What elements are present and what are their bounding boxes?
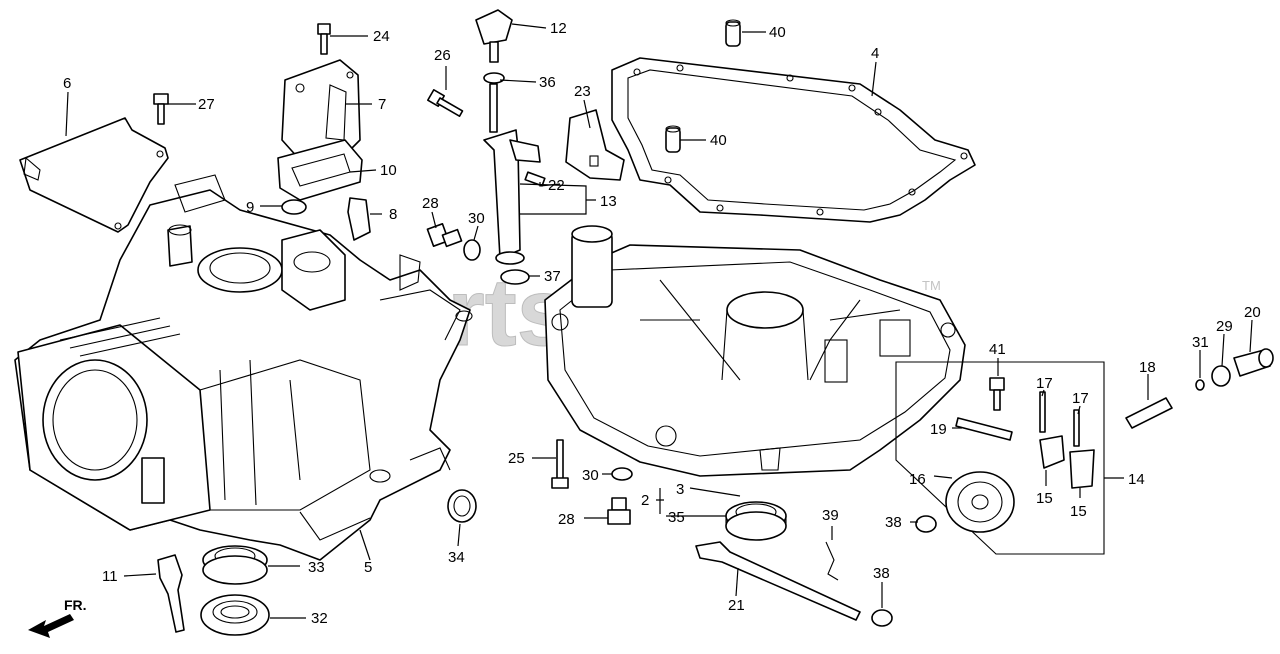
part-28-drain-plug-top [426, 223, 463, 248]
part-16-governor-gear [945, 471, 1015, 533]
callout-15: 15 [1036, 490, 1053, 507]
part-7-breather-cover [281, 59, 361, 161]
callout-29: 29 [1216, 318, 1233, 335]
part-15-flyweight-a [1039, 435, 1065, 469]
callout-24: 24 [373, 28, 390, 45]
callout-40: 40 [710, 132, 727, 149]
callout-10: 10 [380, 162, 397, 179]
callout-20: 20 [1244, 304, 1261, 321]
callout-25: 25 [508, 450, 525, 467]
front-direction-arrow: FR. [28, 597, 87, 638]
callout-13: 13 [600, 193, 617, 210]
callout-17: 17 [1036, 375, 1053, 392]
callout-9: 9 [246, 199, 254, 216]
part-36-o-ring [483, 72, 505, 84]
callout-38: 38 [873, 565, 890, 582]
callout-15: 15 [1070, 503, 1087, 520]
callout-33: 33 [308, 559, 325, 576]
callout-numbers: 24 12 40 26 36 6 27 7 4 23 40 10 22 9 28… [63, 20, 1261, 627]
callout-6: 6 [63, 75, 71, 92]
part-9-plug [281, 199, 307, 215]
part-15-flyweight-b [1069, 449, 1095, 489]
part-26-bolt [427, 89, 464, 117]
part-30-washer-lower [611, 467, 633, 481]
callout-40: 40 [769, 24, 786, 41]
callout-32: 32 [311, 610, 328, 627]
callout-3: 3 [676, 481, 684, 498]
part-20-bushing [1233, 348, 1274, 377]
part-17-pin-b [1073, 409, 1080, 447]
part-39-clip [825, 541, 839, 581]
callout-7: 7 [378, 96, 386, 113]
part-33-oil-seal [202, 545, 268, 585]
part-5-crankcase [14, 174, 473, 561]
callout-22: 22 [548, 177, 565, 194]
part-24-bolt [317, 23, 331, 55]
part-41-bolt [989, 377, 1005, 411]
callout-21: 21 [728, 597, 745, 614]
part-37-o-ring [500, 269, 530, 285]
part-38-washer-lower [871, 609, 893, 627]
part-40-dowel-pin-top [725, 19, 741, 47]
part-25-bolt [551, 439, 569, 489]
part-27-bolt [153, 93, 169, 125]
part-18-governor-shaft [1125, 397, 1173, 429]
group-14-outline [895, 361, 1105, 555]
leader-lines [65, 23, 1253, 619]
callout-5: 5 [364, 559, 372, 576]
callout-16: 16 [909, 471, 926, 488]
callout-17: 17 [1072, 390, 1089, 407]
part-31-ring [1195, 379, 1205, 391]
callout-12: 12 [550, 20, 567, 37]
callout-36: 36 [539, 74, 556, 91]
callout-30: 30 [468, 210, 485, 227]
part-30-washer-top [463, 239, 481, 261]
callout-27: 27 [198, 96, 215, 113]
callout-19: 19 [930, 421, 947, 438]
callout-37: 37 [544, 268, 561, 285]
callout-23: 23 [574, 83, 591, 100]
part-6-shroud-plate [19, 117, 169, 233]
callout-2: 2 [641, 492, 649, 509]
part-21-oil-level-arm [695, 541, 861, 621]
part-28-drain-plug-lower [607, 497, 631, 525]
callout-26: 26 [434, 47, 451, 64]
callout-39: 39 [822, 507, 839, 524]
part-19-plate [955, 417, 1013, 441]
callout-8: 8 [389, 206, 397, 223]
part-29-washer [1211, 365, 1231, 387]
callout-30: 30 [582, 467, 599, 484]
callout-18: 18 [1139, 359, 1156, 376]
part-11-lever [157, 554, 185, 633]
part-12-oil-fill-cap [475, 9, 513, 63]
callout-41: 41 [989, 341, 1006, 358]
callout-4: 4 [871, 45, 879, 62]
part-3-crankcase-cover [544, 225, 966, 477]
front-direction-label: FR. [64, 597, 87, 613]
callout-14: 14 [1128, 471, 1145, 488]
part-4-gasket [611, 57, 976, 223]
callout-11: 11 [102, 568, 118, 585]
part-8-block [347, 197, 371, 241]
part-40-dowel-pin-middle [665, 125, 681, 153]
part-17-pin-a [1039, 391, 1046, 433]
part-23-bracket [565, 109, 625, 181]
callout-31: 31 [1192, 334, 1209, 351]
callout-35: 35 [668, 509, 685, 526]
callout-34: 34 [448, 549, 465, 566]
part-38-washer-upper [915, 515, 937, 533]
part-10-breather-gasket [277, 139, 363, 201]
callout-28: 28 [422, 195, 439, 212]
callout-28: 28 [558, 511, 575, 528]
part-13-oil-fill-tube [483, 129, 541, 265]
part-34-seal [447, 489, 477, 523]
watermark-trademark: TM [922, 278, 941, 293]
part-35-oil-seal [725, 501, 787, 541]
callout-38: 38 [885, 514, 902, 531]
part-32-ball-bearing [200, 594, 270, 636]
part-36-dipstick-shaft [489, 83, 498, 133]
